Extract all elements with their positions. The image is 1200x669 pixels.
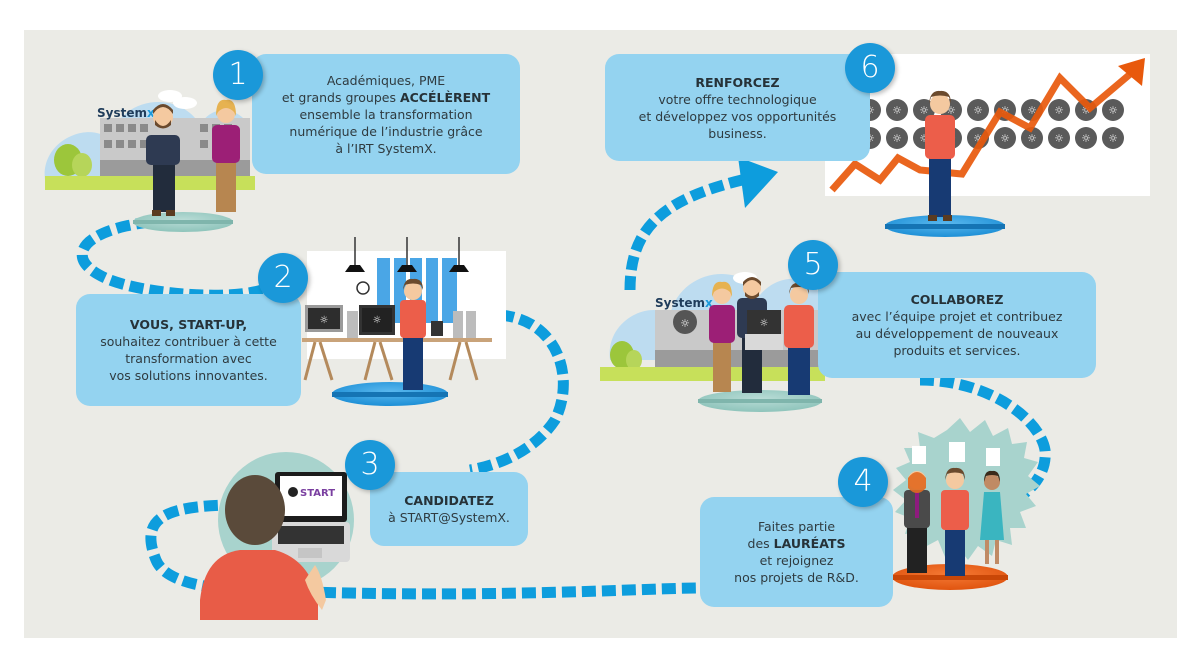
journey-path [76, 174, 1051, 600]
svg-text:Systemx: Systemx [655, 296, 713, 310]
svg-text:☼: ☼ [320, 315, 329, 326]
svg-text:☼: ☼ [973, 104, 983, 117]
svg-text:☼: ☼ [760, 318, 769, 329]
step-5-line-2: avec l’équipe projet et contribuez [851, 309, 1063, 324]
svg-text:☼: ☼ [892, 132, 902, 145]
step-4-line-3: et rejoignez [759, 553, 834, 568]
svg-text:☼: ☼ [946, 104, 956, 117]
svg-text:☼: ☼ [1000, 104, 1010, 117]
step-2-line-2: souhaitez contribuer à cette [100, 334, 277, 349]
step-5-line-4: produits et services. [893, 343, 1021, 358]
svg-text:☼: ☼ [1000, 132, 1010, 145]
svg-text:☼: ☼ [1054, 132, 1064, 145]
step-5-box: COLLABOREZ avec l’équipe projet et contr… [818, 272, 1096, 378]
svg-text:☼: ☼ [1081, 132, 1091, 145]
step-3-box: CANDIDATEZ à START@SystemX. [370, 472, 528, 546]
step-3-badge: 3 [345, 440, 395, 490]
step-1-line-4: numérique de l’industrie grâce [289, 123, 483, 139]
step-5-line-3: au développement de nouveaux [855, 326, 1059, 341]
step-3-line-2: à START@SystemX. [388, 510, 510, 525]
scene-2-office: ☼ ☼ [302, 237, 506, 406]
svg-text:☼: ☼ [892, 104, 902, 117]
scene-4-laureates [892, 418, 1040, 590]
svg-text:☼: ☼ [865, 104, 875, 117]
svg-text:☼: ☼ [373, 315, 382, 326]
step-3-line-1: CANDIDATEZ [404, 493, 494, 508]
step-1-line-5: à l’IRT SystemX. [335, 140, 437, 156]
step-4-line-4: nos projets de R&D. [734, 570, 859, 585]
step-4-line-2: des LAURÉATS [747, 536, 846, 551]
step-4-box: Faites partie des LAURÉATS et rejoignez … [700, 497, 893, 607]
step-6-line-3: et développez vos opportunités [638, 108, 837, 124]
step-2-box: VOUS, START-UP, souhaitez contribuer à c… [76, 294, 301, 406]
start-logo: START [300, 488, 335, 499]
svg-text:☼: ☼ [919, 132, 929, 145]
step-5-badge: 5 [788, 240, 838, 290]
svg-text:☼: ☼ [680, 317, 690, 330]
systemx-logo: Systemx [97, 106, 155, 120]
svg-text:☼: ☼ [973, 132, 983, 145]
step-4-line-1: Faites partie [757, 519, 836, 534]
svg-text:☼: ☼ [1108, 104, 1118, 117]
svg-text:☼: ☼ [1054, 104, 1064, 117]
step-2-line-4: vos solutions innovantes. [109, 368, 268, 383]
step-6-line-1: RENFORCEZ [695, 74, 780, 90]
svg-text:☼: ☼ [1027, 132, 1037, 145]
step-6-badge: 6 [845, 43, 895, 93]
trend-arrow-head [1118, 58, 1145, 86]
scene-5-team: ☼ Systemx ☼ [600, 272, 825, 412]
step-1-line-1: Académiques, PME [326, 72, 446, 88]
svg-text:☼: ☼ [919, 104, 929, 117]
step-2-badge: 2 [258, 253, 308, 303]
step-4-badge: 4 [838, 457, 888, 507]
scene-1-campus: Systemx [44, 90, 255, 232]
step-1-line-3: ensemble la transformation [299, 106, 473, 122]
step-6-box: RENFORCEZ votre offre technologique et d… [605, 54, 870, 161]
svg-text:☼: ☼ [1108, 132, 1118, 145]
trend-line [829, 67, 1138, 193]
step-1-line-2: et grands groupes ACCÉLÈRENT [281, 89, 491, 105]
scene-3-laptop: START [200, 452, 354, 620]
step-5-line-1: COLLABOREZ [910, 292, 1004, 307]
svg-text:☼: ☼ [865, 132, 875, 145]
step-6-line-4: business. [708, 125, 767, 141]
svg-text:☼: ☼ [1081, 104, 1091, 117]
path-arrow-head [738, 157, 778, 208]
step-2-line-1: VOUS, START-UP, [129, 317, 248, 332]
step-1-box: Académiques, PME et grands groupes ACCÉL… [252, 54, 520, 174]
step-6-line-2: votre offre technologique [658, 91, 817, 107]
step-2-line-3: transformation avec [125, 351, 252, 366]
step-1-badge: 1 [213, 50, 263, 100]
svg-text:☼: ☼ [1027, 104, 1037, 117]
